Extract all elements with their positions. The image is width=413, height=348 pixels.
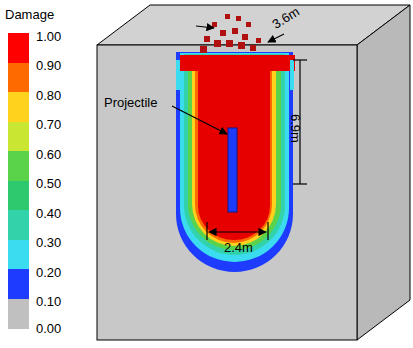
dimension-line [209, 231, 266, 232]
colorbar-swatch [8, 151, 29, 181]
block-top [97, 5, 410, 45]
dimension-tick [267, 222, 268, 240]
part-label: Projectile [104, 96, 157, 109]
colorbar-swatch [8, 240, 29, 270]
dimension-arrow [196, 26, 214, 28]
tick-label: 0.40 [36, 207, 61, 220]
colorbar-swatch [8, 33, 29, 63]
block-side [357, 5, 410, 340]
tick-label: 0.80 [36, 89, 61, 102]
colorbar-swatch [8, 181, 29, 211]
tick-label: 0.30 [36, 236, 61, 249]
tick-label: 0.50 [36, 177, 61, 190]
tick-label: 0.20 [36, 266, 61, 279]
damage-zone [180, 53, 289, 262]
damage-zone [198, 56, 270, 240]
dimension-tick [293, 183, 307, 184]
colorbar-swatch [8, 92, 29, 122]
leader-line [172, 106, 227, 134]
dimension-label: 6.9m [289, 114, 302, 143]
damage-zone [188, 55, 281, 250]
colorbar-swatch [8, 122, 29, 152]
damage-zone [176, 60, 180, 90]
tick-label: 0.70 [36, 118, 61, 131]
dimension-arrow [268, 34, 284, 42]
dimension-tick [206, 222, 207, 240]
damage-zone [290, 60, 294, 90]
tick-label: 1.00 [36, 30, 61, 43]
colorbar-swatch [8, 269, 29, 299]
colorbar-swatch [8, 210, 29, 240]
damage-zone [195, 57, 272, 243]
projectile [228, 128, 237, 212]
damage-zone [180, 55, 295, 71]
tick-label: 0.60 [36, 148, 61, 161]
damage-zone [176, 52, 293, 272]
dimension-label: 2.4m [224, 241, 253, 254]
dimension-tick [293, 59, 307, 60]
tick-label: 0.00 [36, 322, 61, 335]
damage-zone [192, 56, 276, 246]
colorbar-swatch [8, 299, 29, 329]
tick-label: 0.10 [36, 295, 61, 308]
colorbar-swatch [8, 63, 29, 93]
debris [200, 14, 261, 53]
legend-title: Damage [5, 8, 54, 21]
damage-zone [184, 54, 285, 255]
tick-label: 0.90 [36, 59, 61, 72]
block-front [97, 45, 357, 340]
